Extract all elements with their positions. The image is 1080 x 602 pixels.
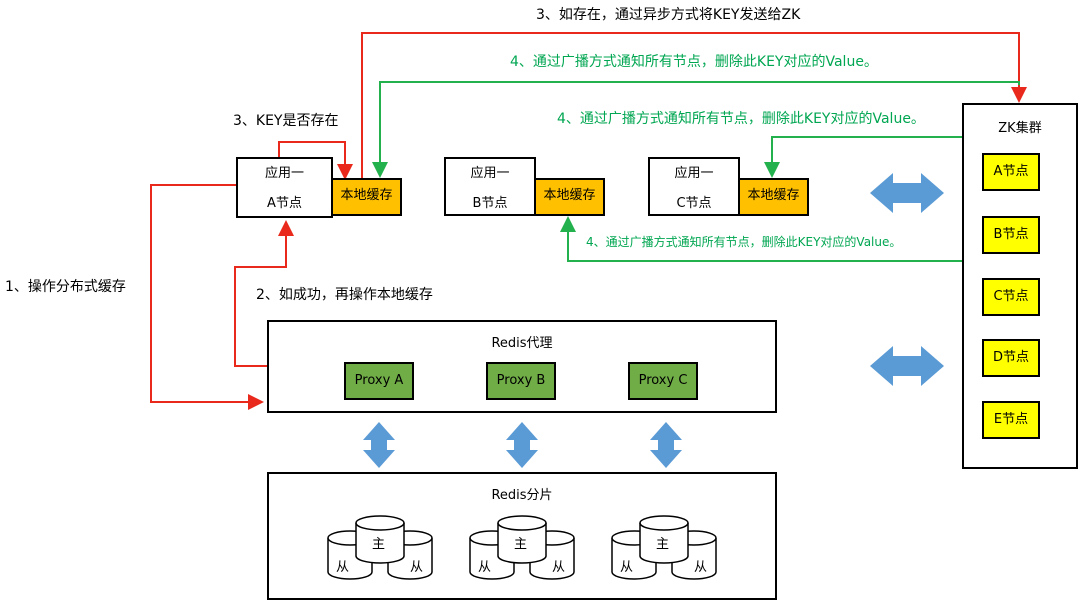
step4-mid-arrow xyxy=(764,136,962,178)
proxy-a: Proxy A xyxy=(344,362,414,400)
zk-node-a: A节点 xyxy=(982,153,1040,191)
proxy-shard-arrow-c xyxy=(650,422,682,468)
local-cache-b: 本地缓存 xyxy=(534,178,605,216)
step4-top-label: 4、通过广播方式通知所有节点，删除此KEY对应的Value。 xyxy=(510,54,878,70)
double-arrow-lower xyxy=(870,346,944,386)
proxy-c: Proxy C xyxy=(628,362,698,400)
shard1-slave-right-label: 从 xyxy=(410,560,424,575)
zk-node-b: B节点 xyxy=(982,216,1040,254)
shard3-slave-left-label: 从 xyxy=(620,560,634,575)
app-node-a: 应用一 A节点 xyxy=(236,157,333,218)
shard3-slave-right-label: 从 xyxy=(694,560,708,575)
zk-node-c: C节点 xyxy=(982,278,1040,316)
step4-bottom-arrow xyxy=(560,216,962,262)
app-node-b: 应用一 B节点 xyxy=(444,157,536,216)
app-node-b-line1: 应用一 xyxy=(470,166,510,181)
step4-mid-label: 4、通过广播方式通知所有节点，删除此KEY对应的Value。 xyxy=(557,111,925,127)
proxy-b: Proxy B xyxy=(486,362,556,400)
step2-arrow xyxy=(234,220,294,367)
zk-title: ZK集群 xyxy=(998,121,1042,136)
shard2-slave-left-label: 从 xyxy=(478,560,492,575)
shard2-slave-right-label: 从 xyxy=(552,560,566,575)
proxy-shard-arrow-b xyxy=(506,422,538,468)
step3-zk-label: 3、如存在，通过异步方式将KEY发送给ZK xyxy=(536,7,801,23)
proxy-shard-arrow-a xyxy=(363,422,395,468)
shard1-slave-left-label: 从 xyxy=(336,560,350,575)
step2-label: 2、如成功，再操作本地缓存 xyxy=(256,287,433,303)
app-node-b-line2: B节点 xyxy=(472,196,508,211)
step4-top-arrow xyxy=(372,81,1020,178)
redis-proxy-title: Redis代理 xyxy=(491,336,553,351)
step3-key-arrow xyxy=(278,141,353,180)
step4-bottom-label: 4、通过广播方式通知所有节点，删除此KEY对应的Value。 xyxy=(586,235,902,249)
app-node-c-line1: 应用一 xyxy=(674,166,714,181)
step1-label: 1、操作分布式缓存 xyxy=(5,279,126,295)
app-node-a-line2: A节点 xyxy=(267,196,302,211)
step1-arrow xyxy=(150,184,264,410)
shard2-master-label: 主 xyxy=(514,537,528,552)
double-arrow-upper xyxy=(870,173,944,213)
app-node-c-line2: C节点 xyxy=(676,196,712,211)
shard1-master-label: 主 xyxy=(372,537,386,552)
local-cache-c: 本地缓存 xyxy=(738,178,809,216)
step3-zk-arrow xyxy=(361,32,1027,178)
redis-shard-title: Redis分片 xyxy=(491,488,553,503)
step3-key-label: 3、KEY是否存在 xyxy=(233,113,339,129)
local-cache-a: 本地缓存 xyxy=(331,178,402,216)
app-node-a-line1: 应用一 xyxy=(264,166,304,181)
app-node-c: 应用一 C节点 xyxy=(648,157,740,216)
zk-node-d: D节点 xyxy=(982,339,1040,377)
shard3-master-label: 主 xyxy=(656,537,670,552)
zk-node-e: E节点 xyxy=(982,401,1040,439)
